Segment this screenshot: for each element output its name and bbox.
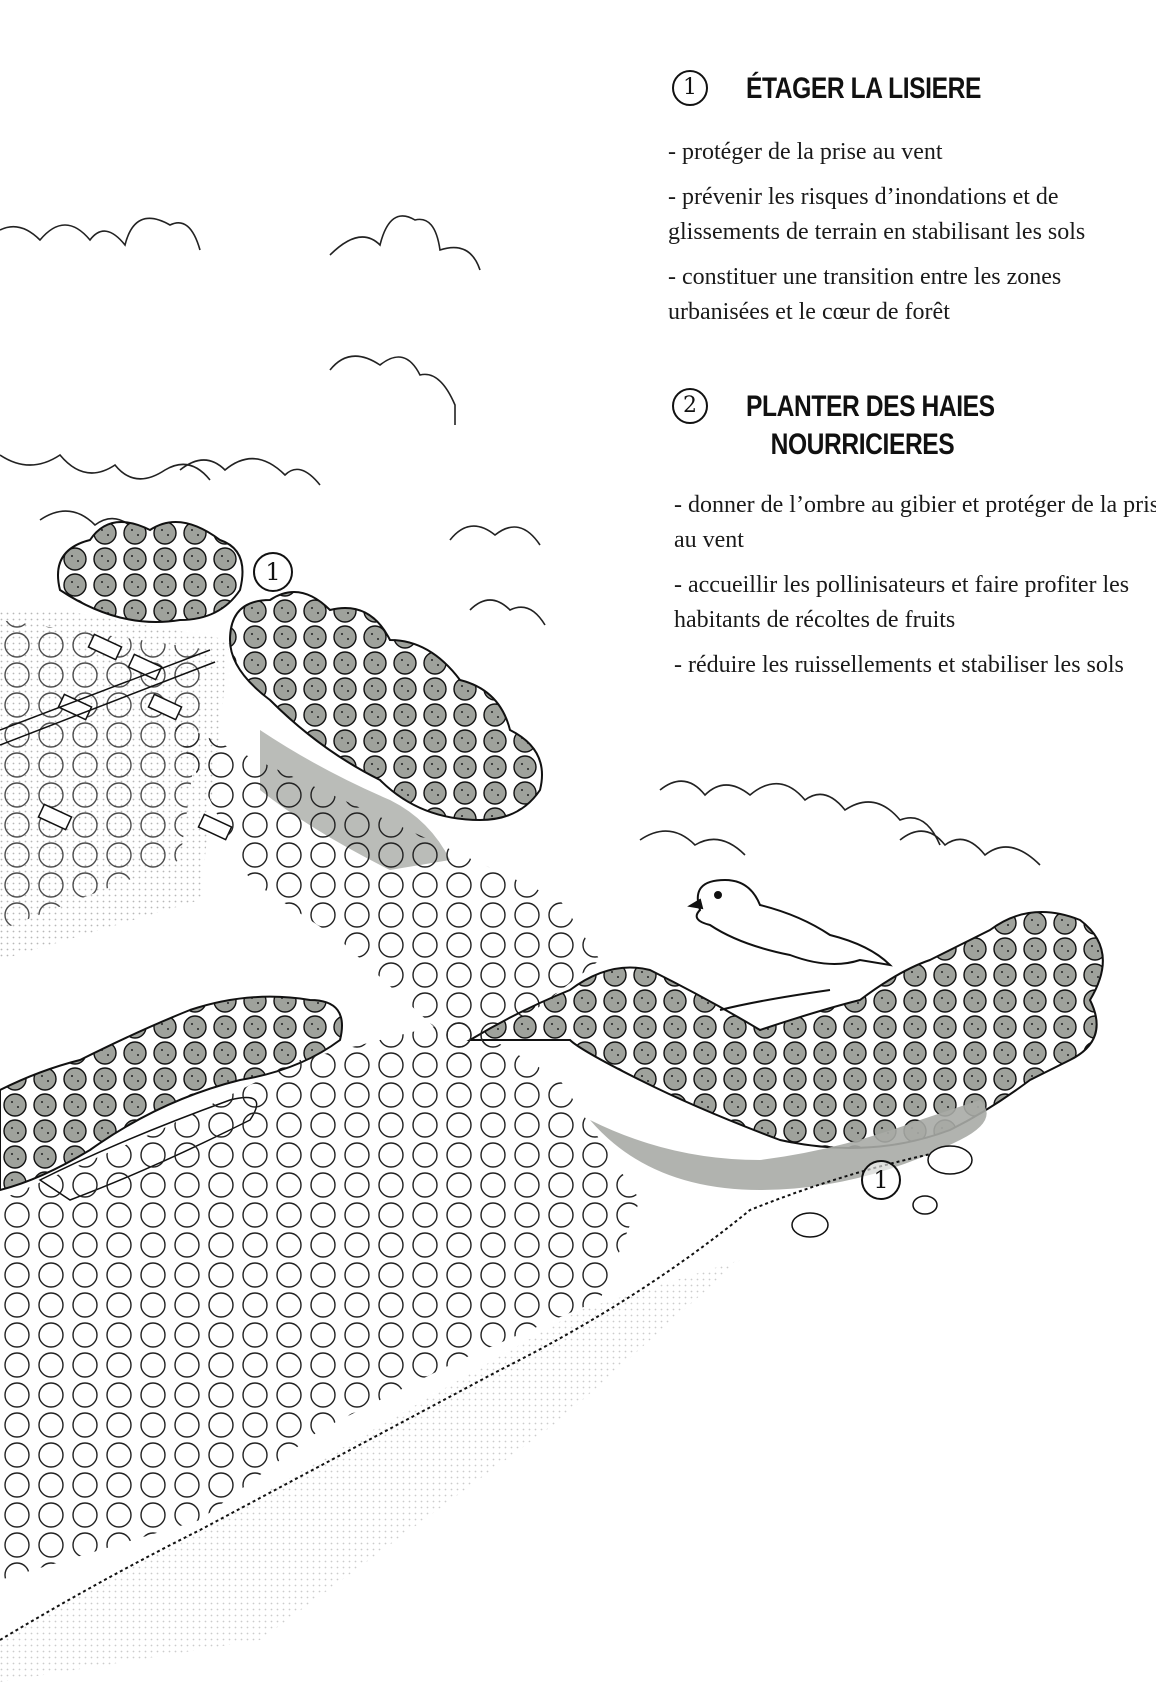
dark-forest-top (57, 521, 244, 623)
section-2-title: PLANTER DES HAIES NOURRICIERES (746, 388, 995, 464)
section-2-title-line1: PLANTER DES HAIES (746, 390, 995, 423)
section-2-number: 2 (672, 388, 708, 424)
list-item: - protéger de la prise au vent (668, 139, 943, 165)
bird-illustration (687, 878, 893, 1011)
section-2-list: - donner de l’ombre au gibier et protége… (674, 488, 1156, 693)
list-item: - prévenir les risques d’inondations et … (668, 184, 1086, 245)
animal-illustrations (791, 1145, 973, 1238)
map-label-1-upper: 1 (253, 552, 293, 592)
cloud-outlines (0, 215, 1041, 866)
lower-forest (0, 995, 343, 1192)
list-item: - réduire les ruissellements et stabilis… (674, 652, 1124, 678)
section-1-list: - protéger de la prise au vent - préveni… (668, 135, 1156, 340)
map-label-1-lower: 1 (861, 1160, 901, 1200)
dark-forest-edge (228, 591, 543, 822)
hedge-band (466, 911, 1104, 1149)
list-item: - donner de l’ombre au gibier et protége… (674, 492, 1156, 553)
section-2-heading: 2 PLANTER DES HAIES NOURRICIERES (672, 388, 1049, 464)
section-1-heading: 1 ÉTAGER LA LISIERE (672, 70, 1033, 108)
section-1-number: 1 (672, 70, 708, 106)
plateau-edge (0, 1149, 951, 1641)
section-1-title: ÉTAGER LA LISIERE (746, 72, 981, 105)
list-item: - accueillir les pollinisateurs et faire… (674, 572, 1130, 633)
list-item: - constituer une transition entre les zo… (668, 264, 1062, 325)
section-2-title-line2: NOURRICIERES (770, 428, 955, 461)
buildings (37, 633, 233, 841)
